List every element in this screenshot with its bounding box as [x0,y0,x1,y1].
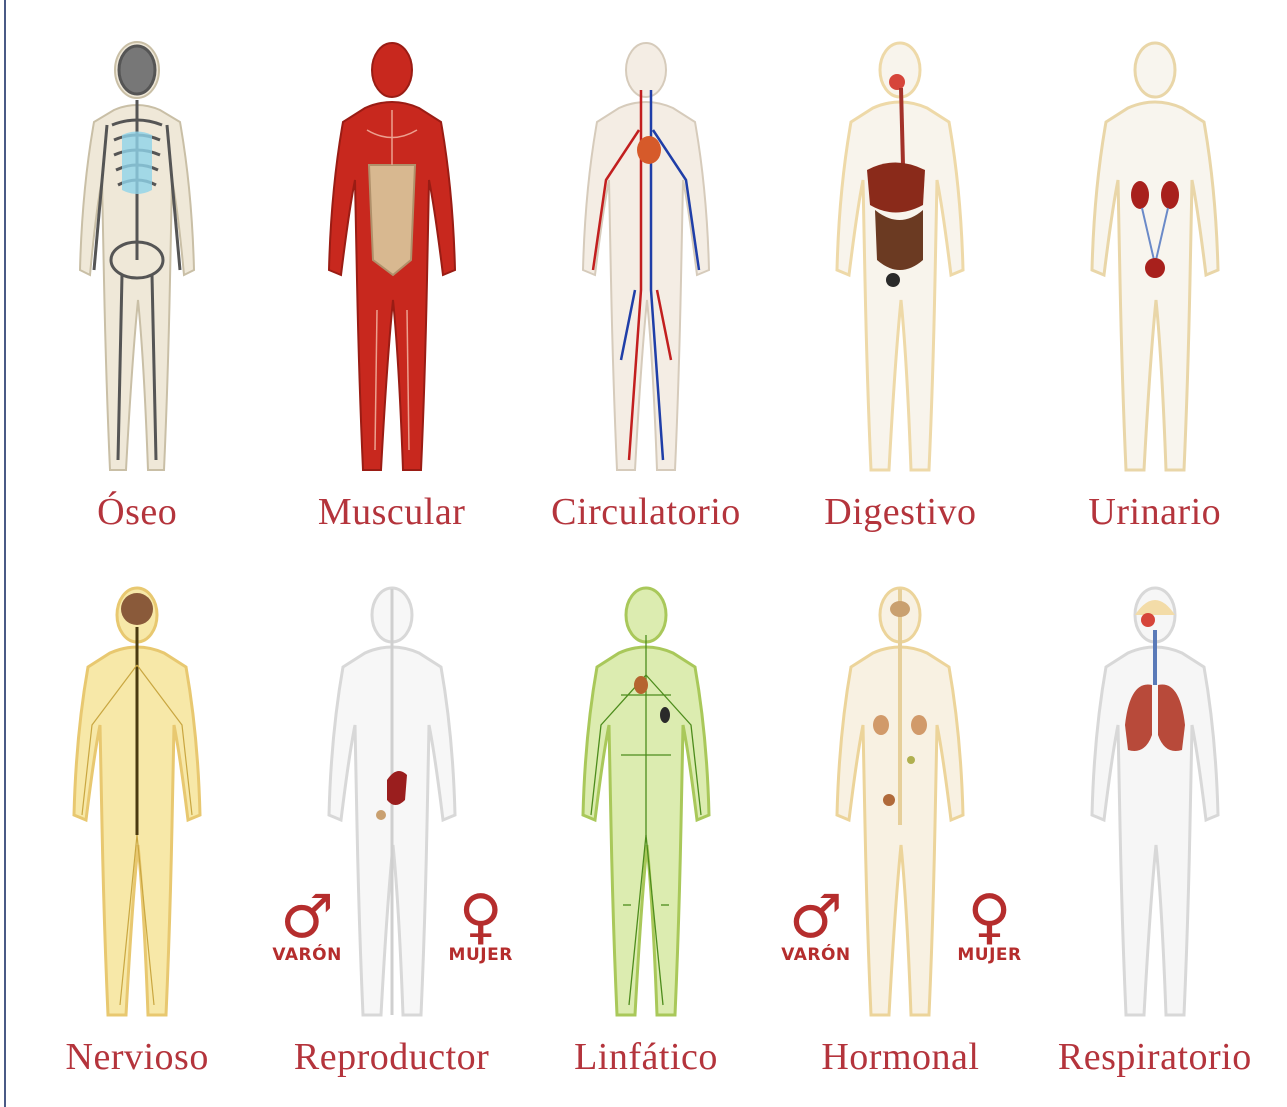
bladder [1145,258,1165,278]
skeleton-figure [52,30,222,490]
system-label: Linfático [519,1035,773,1079]
right-adrenal [911,715,927,735]
female-symbol: ♀ MUJER [449,887,513,965]
rectum [886,273,900,287]
gonad [376,810,386,820]
system-label: Óseo [10,490,264,534]
left-adrenal [873,715,889,735]
mouth-region [889,74,905,90]
system-card-urinario: Urinario [1028,22,1282,557]
system-card-digestivo: Digestivo [773,22,1027,557]
system-card-nervioso: Nervioso [10,557,264,1092]
system-card-oseo: Óseo [10,22,264,557]
system-label: Digestivo [773,490,1027,534]
left-border-rule [4,0,6,1107]
system-label: Muscular [264,490,518,534]
right-kidney [1161,181,1179,209]
system-card-muscular: Muscular [264,22,518,557]
digestive-figure [815,30,985,490]
respiratory-figure [1070,575,1240,1035]
reproductive-figure [307,575,477,1035]
lymphatic-figure [561,575,731,1035]
male-text: VARÓN [272,945,341,965]
male-symbol: ♂ VARÓN [272,887,341,965]
male-symbol: ♂ VARÓN [781,887,850,965]
male-icon: ♂ [272,887,341,947]
female-icon: ♀ [957,887,1021,947]
urinary-figure [1070,30,1240,490]
male-text: VARÓN [781,945,850,965]
heart [637,136,661,164]
circulatory-figure [561,30,731,490]
female-icon: ♀ [449,887,513,947]
esophagus [901,88,903,165]
system-card-respiratorio: Respiratorio [1028,557,1282,1092]
system-label: Circulatorio [519,490,773,534]
reproductive-organs [387,771,407,805]
male-icon: ♂ [781,887,850,947]
system-card-hormonal: ♂ VARÓN ♀ MUJER Hormonal [773,557,1027,1092]
system-card-linfatico: Linfático [519,557,773,1092]
system-label: Hormonal [773,1035,1027,1079]
nasal-cavity [1141,613,1155,627]
system-card-circulatorio: Circulatorio [519,22,773,557]
body-silhouette [583,43,709,470]
pituitary [890,601,910,617]
system-label: Respiratorio [1028,1035,1282,1079]
system-card-reproductor: ♂ VARÓN ♀ MUJER Reproductor [264,557,518,1092]
gonads [883,794,895,806]
spleen [660,707,670,723]
female-text: MUJER [957,945,1021,965]
nervous-figure [52,575,222,1035]
female-text: MUJER [449,945,513,965]
brain [121,593,153,625]
thymus [634,676,648,694]
muscle-figure [307,30,477,490]
system-label: Nervioso [10,1035,264,1079]
female-symbol: ♀ MUJER [957,887,1021,965]
abdominal-fascia [369,165,415,275]
endocrine-figure [815,575,985,1035]
stomach-liver [867,163,925,213]
left-kidney [1131,181,1149,209]
body-silhouette [1092,43,1218,470]
body-systems-grid: Óseo Muscular [10,22,1282,1092]
system-label: Reproductor [264,1035,518,1079]
system-label: Urinario [1028,490,1282,534]
ribcage-shade [122,132,152,195]
pancreas [907,756,915,764]
